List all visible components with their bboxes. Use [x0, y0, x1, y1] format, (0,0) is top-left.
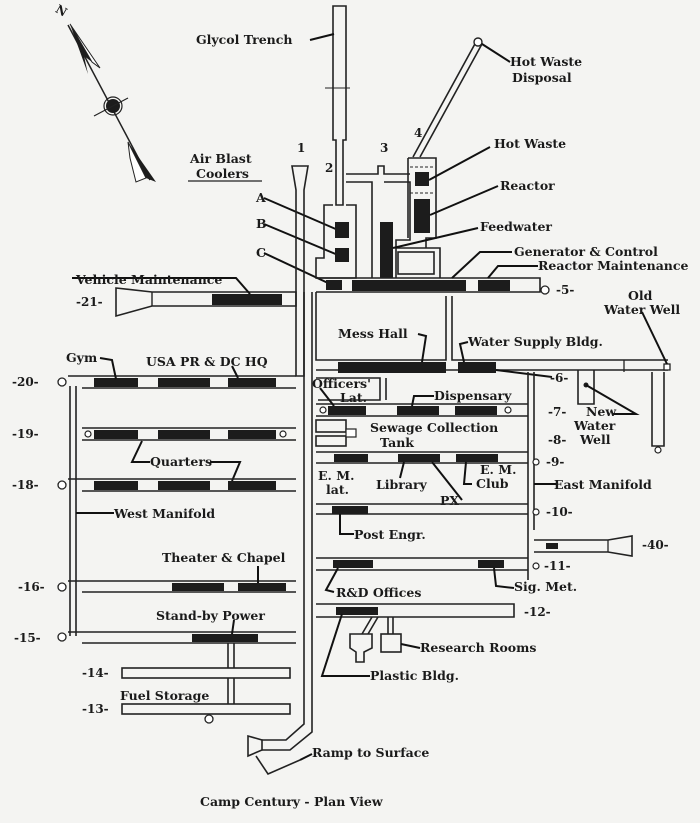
label-sewage-1: Sewage Collection: [370, 420, 498, 435]
label-hot-waste-disposal-2: Disposal: [512, 70, 572, 85]
compass-north-label: N: [53, 2, 70, 20]
label-em-club-2: Club: [476, 476, 509, 491]
label-generator-control: Generator & Control: [514, 244, 658, 259]
trench-number-7: -7-: [548, 405, 566, 419]
label-gym: Gym: [66, 350, 97, 365]
north-arrow-icon: N: [53, 2, 156, 183]
label-hot-waste: Hot Waste: [494, 136, 566, 151]
trench-number-8: -8-: [548, 433, 566, 447]
label-quarters: Quarters: [150, 454, 212, 469]
trench-number-40: -40-: [642, 538, 669, 552]
label-water-supply: Water Supply Bldg.: [467, 334, 603, 349]
diagram-title: Camp Century - Plan View: [200, 794, 384, 809]
label-new-water-well-1: New: [586, 404, 617, 419]
trench-number-12: -12-: [524, 605, 551, 619]
label-ramp: Ramp to Surface: [312, 745, 429, 760]
label-usa-pr-dc-hq: USA PR & DC HQ: [146, 354, 268, 369]
label-air-blast-2: Coolers: [196, 166, 249, 181]
label-hot-waste-disposal-1: Hot Waste: [510, 54, 582, 69]
label-theater-chapel: Theater & Chapel: [162, 550, 286, 565]
label-em-lat-1: E. M.: [318, 468, 354, 483]
label-plastic-bldg: Plastic Bldg.: [370, 668, 459, 683]
label-mess-hall: Mess Hall: [338, 326, 408, 341]
trench-number-2: 2: [325, 161, 333, 175]
label-vehicle-maintenance: Vehicle Maintenance: [75, 272, 222, 287]
label-reactor-maintenance: Reactor Maintenance: [538, 258, 688, 273]
trench-number-10: -10-: [546, 505, 573, 519]
trench-number-4: 4: [414, 126, 422, 140]
label-glycol-trench: Glycol Trench: [196, 32, 292, 47]
label-research-rooms: Research Rooms: [420, 640, 536, 655]
trench-20: [57, 375, 296, 389]
label-dispensary: Dispensary: [434, 388, 512, 403]
label-em-lat-2: lat.: [326, 482, 349, 497]
label-cooler-b: B: [256, 216, 267, 231]
trench-number-9: -9-: [546, 455, 564, 469]
trench-number-15: -15-: [14, 631, 41, 645]
label-em-club-1: E. M.: [480, 462, 516, 477]
label-old-water-well-1: Old: [628, 288, 653, 303]
label-west-manifold: West Manifold: [113, 506, 215, 521]
trench-number-1: 1: [297, 141, 305, 155]
trench-19: [82, 427, 296, 441]
trench-number-16: -16-: [18, 580, 45, 594]
label-officers-lat-2: Lat.: [340, 390, 367, 405]
glycol-trench: [325, 5, 350, 206]
trench-number-14: -14-: [82, 666, 109, 680]
trench-number-21: -21-: [76, 295, 103, 309]
label-reactor: Reactor: [500, 178, 555, 193]
trench-number-11: -11-: [544, 559, 571, 573]
trench-15: [57, 631, 296, 644]
label-new-water-well-3: Well: [579, 432, 611, 447]
label-px: PX: [440, 493, 459, 508]
label-rd-offices: R&D Offices: [336, 585, 421, 600]
label-officers-lat-1: Officers': [312, 376, 371, 391]
label-air-blast-1: Air Blast: [189, 151, 252, 166]
trench-number-13: -13-: [82, 702, 109, 716]
trench-number-6: -6-: [550, 371, 568, 385]
trench-number-5: -5-: [556, 283, 574, 297]
label-standby-power: Stand-by Power: [156, 608, 265, 623]
trench-number-19: -19-: [12, 427, 39, 441]
label-new-water-well-2: Water: [573, 418, 616, 433]
label-sewage-2: Tank: [380, 435, 414, 450]
label-cooler-c: C: [256, 245, 266, 260]
label-cooler-a: A: [255, 190, 266, 205]
label-east-manifold: East Manifold: [554, 477, 652, 492]
label-sig-met: Sig. Met.: [514, 579, 577, 594]
trench-number-18: -18-: [12, 478, 39, 492]
label-old-water-well-2: Water Well: [603, 302, 680, 317]
label-post-engr: Post Engr.: [354, 527, 426, 542]
trench-16: [57, 580, 296, 593]
trench-number-20: -20-: [12, 375, 39, 389]
trench-18: [57, 478, 296, 492]
label-fuel-storage: Fuel Storage: [120, 688, 209, 703]
label-library: Library: [376, 477, 428, 492]
label-feedwater: Feedwater: [480, 219, 552, 234]
trench-number-3: 3: [380, 141, 388, 155]
